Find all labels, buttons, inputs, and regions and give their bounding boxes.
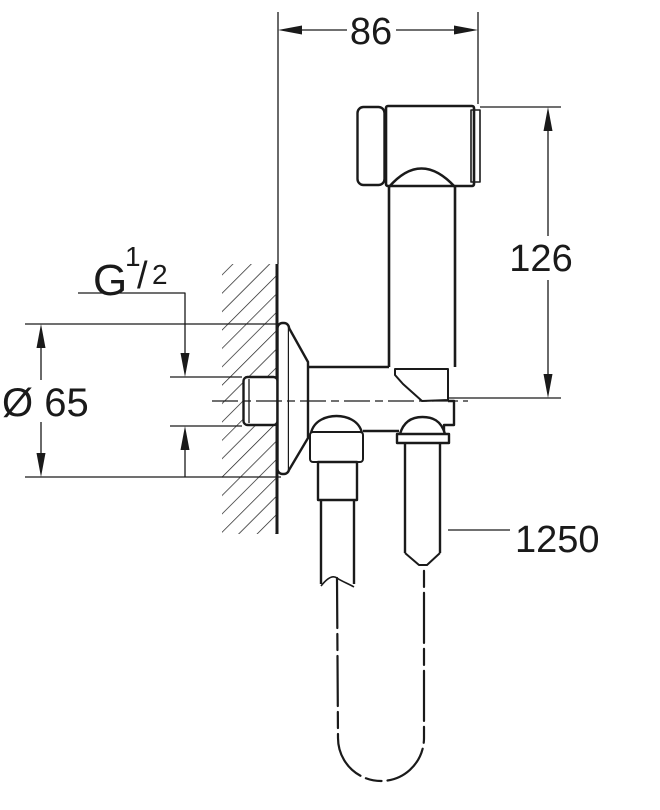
connector-dome-knurled [398, 415, 447, 435]
hose-outlet-left [309, 414, 364, 588]
hand-shower [356, 104, 481, 402]
hose-loop-line [335, 564, 426, 783]
connector-chamfer-tip [404, 552, 441, 566]
hose-nut-knurled [309, 431, 364, 463]
dimension-width-label: 86 [350, 11, 392, 53]
arrowhead-left-icon [278, 25, 302, 35]
shower-head-end-cap [356, 105, 386, 187]
arrowhead-down-icon [36, 453, 46, 477]
dimension-hose-length-1250: 1250 [448, 519, 600, 561]
dimension-diameter-65: Ø 65 [2, 323, 281, 478]
handle-cone-nut-knurled [394, 368, 449, 402]
thread-label-slash: / [137, 255, 148, 297]
nut-dome-cap [309, 414, 364, 434]
spray-face-texture [470, 109, 481, 183]
dimension-height-126: 126 [449, 106, 573, 399]
hose-length-label: 1250 [515, 519, 600, 561]
escutcheon-cone [287, 327, 310, 471]
shower-hose [335, 564, 426, 783]
outlet-collar [316, 460, 359, 502]
arrowhead-down-icon [543, 374, 553, 398]
arrowhead-down-icon [180, 353, 190, 377]
escutcheon-flange [276, 321, 291, 476]
wall-holder [276, 321, 456, 476]
thread-label-denominator: 2 [152, 259, 168, 290]
hose-connector-right [395, 415, 451, 566]
holder-body-right-step [442, 399, 456, 434]
arrowhead-up-icon [180, 426, 190, 450]
thread-label-prefix: G [93, 256, 127, 305]
dimension-diameter-label: Ø 65 [2, 381, 89, 425]
dimension-width-86: 86 [277, 11, 479, 264]
dimension-height-label: 126 [509, 238, 572, 280]
arrowhead-right-icon [454, 25, 478, 35]
thread-label-numerator: 1 [125, 241, 141, 272]
arrowhead-up-icon [36, 324, 46, 348]
shower-handle [387, 167, 457, 367]
shower-head-body [384, 104, 476, 188]
arrowhead-up-icon [543, 107, 553, 131]
dimension-thread-g-half: G 1 / 2 [78, 241, 242, 477]
connector-washer [395, 432, 451, 445]
leader-line [78, 292, 186, 353]
